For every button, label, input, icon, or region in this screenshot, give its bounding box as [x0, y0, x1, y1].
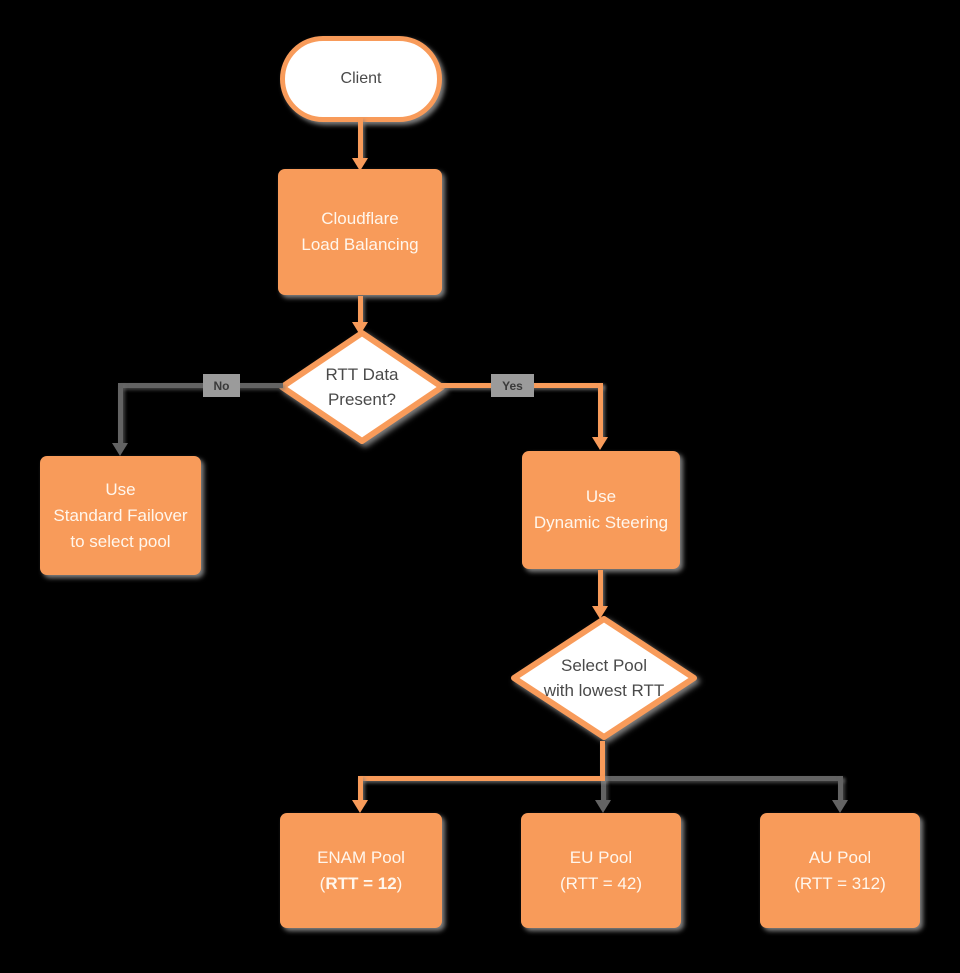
- uds-line2: Dynamic Steering: [533, 513, 669, 532]
- edge-client-clb: [358, 118, 363, 160]
- decision-diamond-shape: [279, 330, 445, 444]
- arrowhead-decision-icon: [352, 322, 368, 335]
- uds-line1: Use: [585, 487, 617, 506]
- node-rtt-decision: RTT Data Present?: [276, 327, 448, 447]
- arrowhead-au-icon: [832, 800, 848, 813]
- arrowhead-selectpool-icon: [592, 606, 608, 619]
- clb-line1: Cloudflare: [321, 209, 399, 228]
- node-enam-pool: ENAM Pool (RTT = 12): [280, 813, 442, 928]
- rtt-decision-line1: RTT Data: [325, 365, 399, 384]
- au-line1: AU Pool: [808, 847, 872, 867]
- node-standard-failover: Use Standard Failover to select pool: [40, 456, 201, 575]
- select-pool-line2: with lowest RTT: [543, 681, 665, 700]
- edge-no-vertical: [118, 383, 123, 444]
- arrowhead-yes-icon: [592, 437, 608, 450]
- au-line2: (RTT = 312): [794, 873, 886, 893]
- edge-label-no: No: [203, 374, 240, 397]
- edge-label-yes: Yes: [491, 374, 534, 397]
- usf-line3: to select pool: [70, 531, 171, 551]
- edge-clb-decision: [358, 296, 363, 324]
- node-eu-pool: EU Pool (RTT = 42): [521, 813, 681, 928]
- arrowhead-clb-icon: [352, 158, 368, 171]
- eu-line1: EU Pool: [569, 847, 633, 867]
- eu-line2: (RTT = 42): [559, 873, 643, 893]
- node-dynamic-steering: Use Dynamic Steering: [522, 451, 680, 569]
- clb-line2: Load Balancing: [301, 235, 419, 254]
- arrowhead-eu-icon: [595, 800, 611, 813]
- edge-yes-vertical: [598, 383, 603, 439]
- edge-no-horizontal: [120, 383, 283, 388]
- node-cloudflare-load-balancing: Cloudflare Load Balancing: [278, 169, 442, 295]
- edge-pools-gray-horizontal: [602, 776, 843, 781]
- node-client-label: Client: [340, 70, 382, 87]
- decision-diamond-shape: [511, 616, 697, 740]
- arrowhead-enam-icon: [352, 800, 368, 813]
- enam-line1: ENAM Pool: [317, 847, 405, 867]
- node-au-pool: AU Pool (RTT = 312): [760, 813, 920, 928]
- usf-line1: Use: [105, 479, 136, 499]
- usf-line2: Standard Failover: [53, 505, 188, 525]
- rtt-decision-line2: Present?: [327, 390, 397, 409]
- enam-rtt-bold: RTT = 12: [325, 873, 397, 893]
- edge-selectpool-down: [600, 741, 605, 781]
- edge-uds-selectpool: [598, 570, 603, 608]
- edge-eu-vertical: [601, 779, 606, 801]
- node-client: Client: [280, 36, 442, 122]
- edge-au-vertical: [838, 776, 843, 801]
- edge-enam-vertical: [358, 776, 363, 802]
- edge-enam-horizontal: [358, 776, 605, 781]
- select-pool-line1: Select Pool: [560, 656, 647, 675]
- arrowhead-no-icon: [112, 443, 128, 456]
- node-select-pool-decision: Select Pool with lowest RTT: [508, 613, 700, 743]
- enam-line2: (RTT = 12): [319, 873, 403, 893]
